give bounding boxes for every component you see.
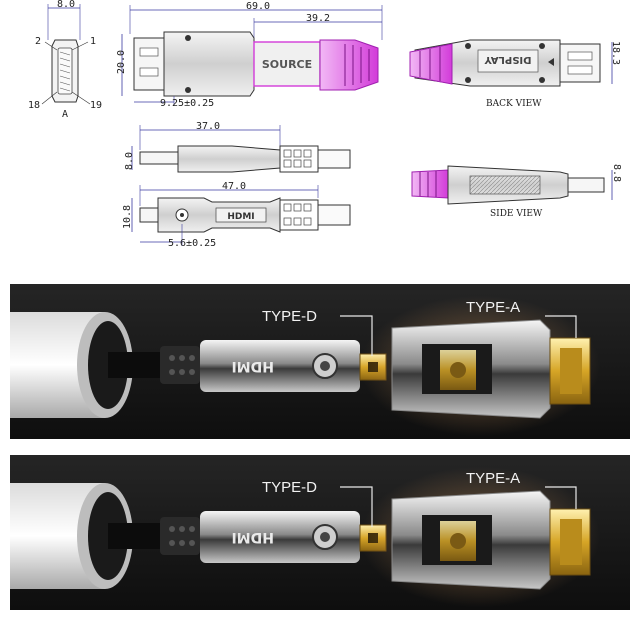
photo-2-type-d-label: TYPE-D xyxy=(262,479,317,496)
pin-view: 8.0 2 1 18 19 A xyxy=(28,0,102,120)
pin-2-label: 2 xyxy=(35,36,41,47)
side-view-right: 8.8 SIDE VIEW xyxy=(411,164,622,219)
photo-2-brand: HDMI xyxy=(232,529,274,545)
back-view-caption: BACK VIEW xyxy=(486,99,542,109)
product-photo-1: HDMI TYPE-D TYPE-A xyxy=(10,284,630,439)
top-view-height: 20.0 xyxy=(116,50,127,74)
pin-19-label: 19 xyxy=(90,100,102,111)
photo-1-type-a-label: TYPE-A xyxy=(466,299,520,316)
photo-2-type-a-label: TYPE-A xyxy=(466,470,520,487)
side-view-bottom: 47.0 10.8 HDMI 5.6±0.25 xyxy=(122,181,351,249)
side-top-height: 8.0 xyxy=(124,152,135,170)
side-bottom-offset: 5.6±0.25 xyxy=(168,238,216,249)
side-view-caption: SIDE VIEW xyxy=(490,209,543,219)
pin-view-width: 8.0 xyxy=(57,0,75,10)
pin-1-label: 1 xyxy=(90,36,96,47)
back-view-height: 18.3 xyxy=(610,41,621,65)
pin-18-label: 18 xyxy=(28,100,40,111)
side-bottom-brand: HDMI xyxy=(227,212,254,222)
pin-view-label: A xyxy=(62,109,68,120)
side-top-length: 37.0 xyxy=(196,121,220,132)
display-label: DISPLAY xyxy=(484,54,532,65)
product-photo-2: HDMI TYPE-D TYPE-A xyxy=(10,455,630,610)
side-view-top: 37.0 8.0 xyxy=(124,121,351,173)
photo-1-type-d-label: TYPE-D xyxy=(262,308,317,325)
back-view: DISPLAY 18.3 BACK VIEW xyxy=(409,39,621,109)
technical-drawing: 8.0 2 1 18 19 A 69.0 xyxy=(28,0,622,249)
side-bottom-height: 10.8 xyxy=(122,205,133,229)
source-label: SOURCE xyxy=(262,58,312,71)
side-bottom-length: 47.0 xyxy=(222,181,246,192)
top-view-length: 69.0 xyxy=(246,1,270,12)
top-view-offset: 9.25±0.25 xyxy=(160,98,214,109)
photo-1-brand: HDMI xyxy=(232,358,274,374)
top-view: 69.0 39.2 20.0 SOURCE xyxy=(116,1,383,109)
top-view-sub-length: 39.2 xyxy=(306,13,330,24)
side-view-height: 8.8 xyxy=(611,164,622,182)
